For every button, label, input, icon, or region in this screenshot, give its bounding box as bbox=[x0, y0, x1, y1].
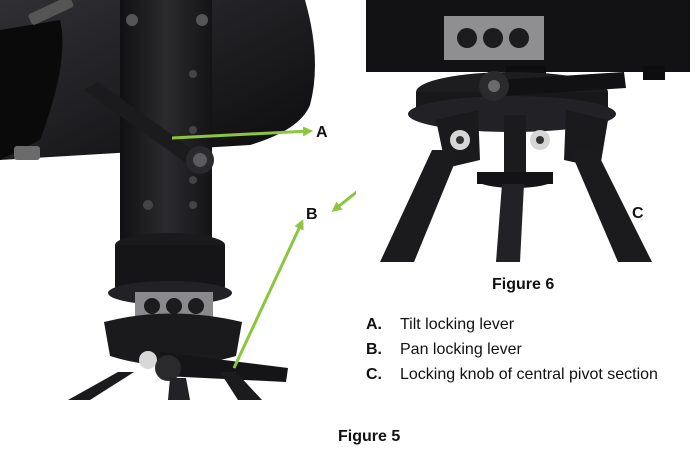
legend-key: B. bbox=[366, 341, 382, 358]
legend-key: C. bbox=[366, 366, 382, 383]
figure-6-photo bbox=[356, 0, 700, 262]
callout-c-label: C bbox=[632, 205, 644, 222]
figure-5-photo bbox=[0, 0, 322, 400]
legend-text: Locking knob of central pivot section bbox=[400, 366, 658, 383]
figure-6-caption: Figure 6 bbox=[492, 276, 555, 293]
legend-text: Pan locking lever bbox=[400, 341, 522, 358]
legend-item-c: C. Locking knob of central pivot section bbox=[366, 362, 658, 387]
legend-item-a: A. Tilt locking lever bbox=[366, 312, 658, 337]
legend-list: A. Tilt locking lever B. Pan locking lever… bbox=[366, 312, 658, 387]
callout-b-label: B bbox=[306, 206, 318, 223]
callout-a-label: A bbox=[316, 124, 328, 141]
legend-key: A. bbox=[366, 316, 382, 333]
arrow-b-fig5 bbox=[232, 219, 304, 369]
legend-text: Tilt locking lever bbox=[400, 316, 515, 333]
legend-item-b: B. Pan locking lever bbox=[366, 337, 658, 362]
arrow-a bbox=[171, 126, 313, 140]
figure-5-caption: Figure 5 bbox=[338, 428, 401, 445]
